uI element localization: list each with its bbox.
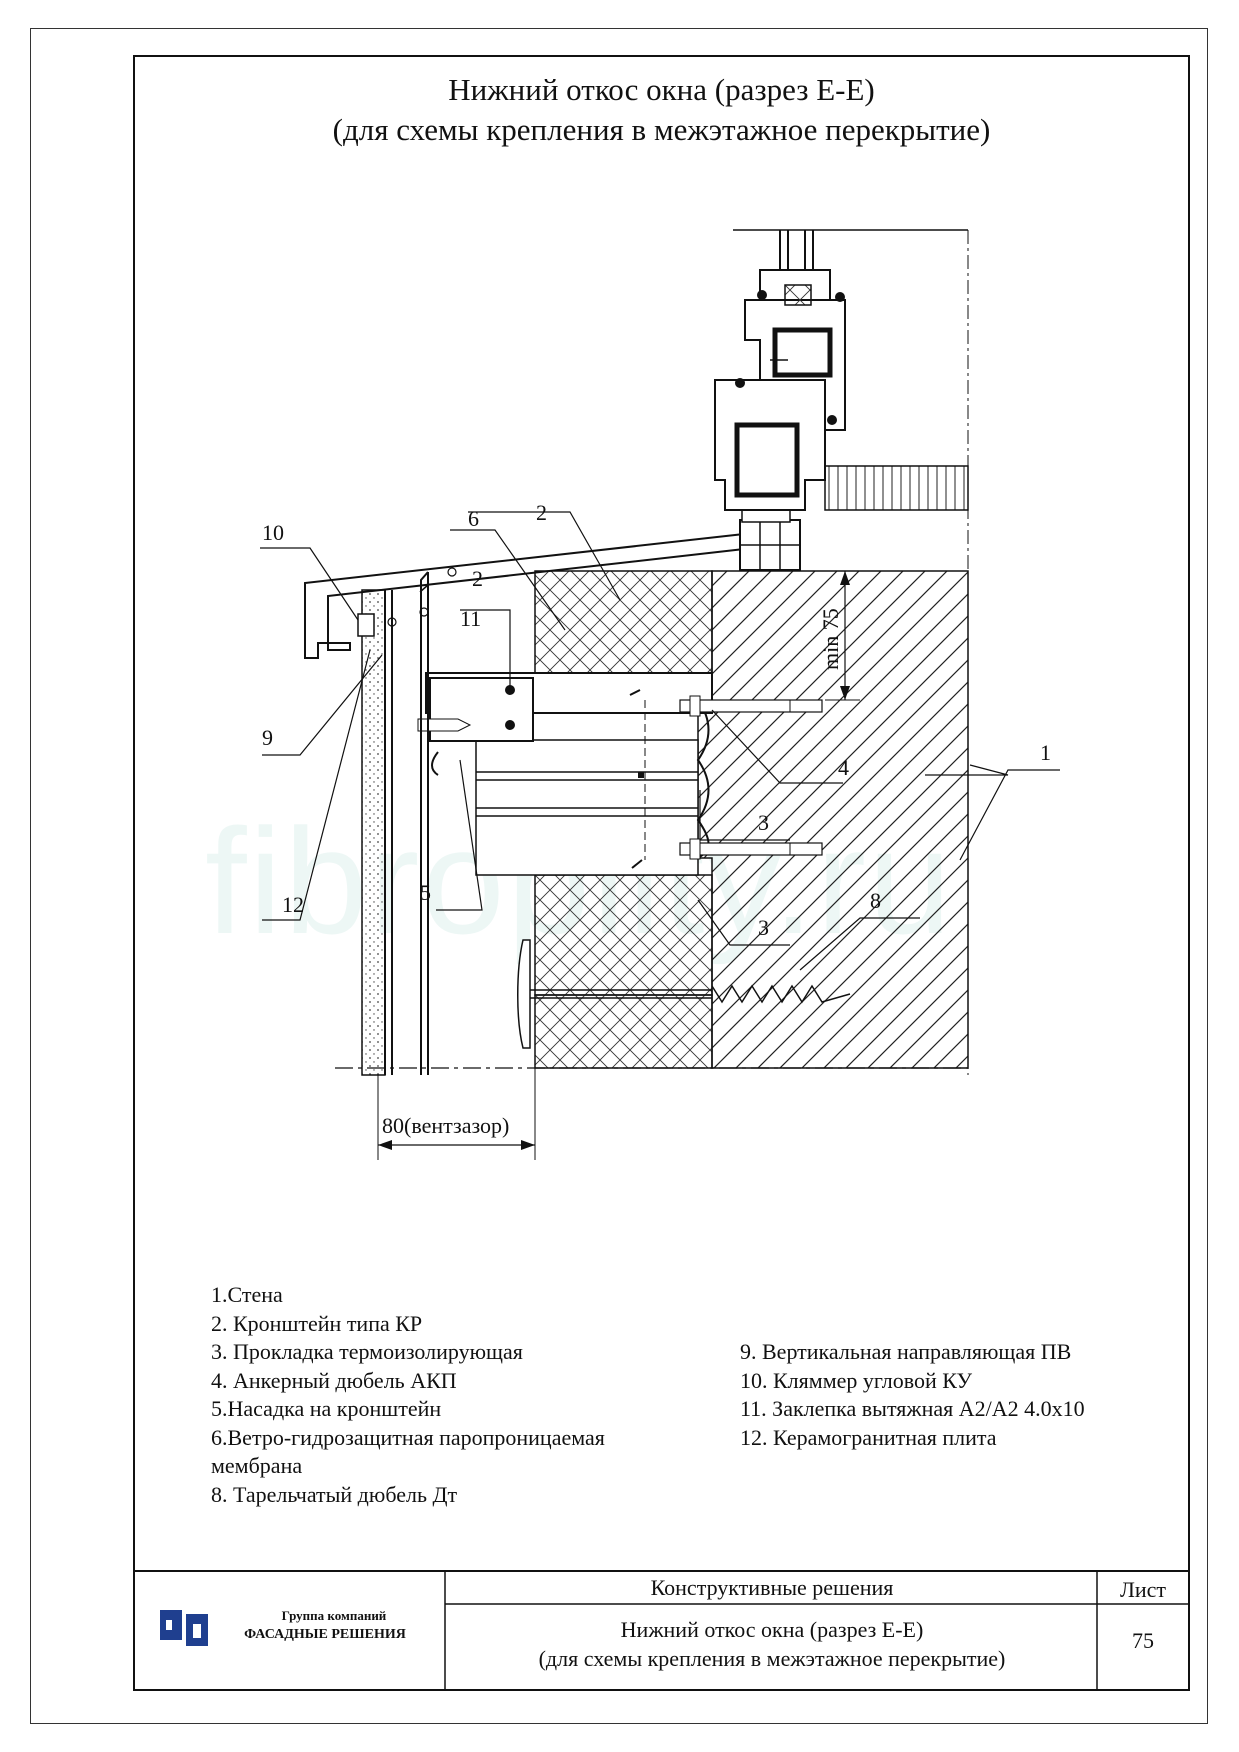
callout-2-bracket: 2: [472, 566, 483, 591]
legend-left: 1.Стена 2. Кронштейн типа КР 3. Прокладк…: [211, 1281, 711, 1509]
stamp-title-line2: (для схемы крепления в межэтажное перекр…: [538, 1646, 1006, 1671]
plate-dowel: [517, 939, 851, 1049]
stamp-section: Конструктивные решения: [650, 1575, 894, 1600]
legend-item: 11. Заклепка вытяжная А2/А2 4.0x10: [740, 1396, 1085, 1421]
dimension-min75: [825, 571, 860, 701]
rivet-bottom: [505, 720, 515, 730]
window-sill: [304, 532, 754, 659]
callout-4: 4: [838, 755, 849, 780]
title-block: [133, 1570, 1190, 1691]
ceramic-tile: [361, 589, 386, 1076]
legend-item: 4. Анкерный дюбель АКП: [211, 1367, 457, 1393]
legend-item: 8. Тарельчатый дюбель Дт: [211, 1481, 458, 1507]
anchor-top: [679, 695, 823, 717]
bracket-extension: [417, 677, 534, 742]
callout-2-top: 2: [536, 500, 547, 525]
company-logo-icon: [160, 1610, 208, 1646]
page-title: Нижний откос окна (разрез Е-Е): [448, 72, 875, 107]
legend-item: 12. Керамогранитная плита: [740, 1424, 997, 1450]
callout-3-bottom: 3: [758, 915, 769, 940]
legend-item: 10. Кляммер угловой КУ: [740, 1367, 973, 1393]
anchor-bottom: [679, 838, 823, 860]
legend-item: 3. Прокладка термоизолирующая: [211, 1339, 523, 1364]
company-name-line1: Группа компаний: [281, 1608, 387, 1623]
leader-lines: [260, 511, 1060, 971]
vertical-guide: [384, 571, 429, 1075]
company-name-line2: ФАСАДНЫЕ РЕШЕНИЯ: [244, 1627, 406, 1642]
legend-item: мембрана: [211, 1453, 303, 1478]
page-subtitle: (для схемы крепления в межэтажное перекр…: [332, 112, 991, 147]
callout-8: 8: [870, 888, 881, 913]
legend-item: 9. Вертикальная направляющая ПВ: [740, 1339, 1072, 1364]
corner-clamp: [357, 613, 375, 637]
legend-right: 9. Вертикальная направляющая ПВ 10. Клям…: [740, 1338, 1170, 1452]
stamp-title-line1: Нижний откос окна (разрез Е-Е): [620, 1617, 924, 1642]
callout-10: 10: [262, 520, 284, 545]
inner-frame: [133, 55, 1190, 1691]
callout-9: 9: [262, 725, 273, 750]
callout-5: 5: [420, 880, 431, 905]
stamp-sheet-label: Лист: [1119, 1577, 1167, 1602]
legend-item: 1.Стена: [211, 1282, 283, 1307]
window-frame: [714, 229, 969, 571]
dimension-vent-gap-label: 80(вентзазор): [382, 1113, 509, 1138]
bracket: [425, 672, 713, 876]
callout-11: 11: [460, 606, 481, 631]
callout-12: 12: [282, 892, 304, 917]
legend-item: 5.Насадка на кронштейн: [211, 1396, 442, 1421]
callout-6: 6: [468, 506, 479, 531]
callout-1: 1: [1040, 740, 1051, 765]
outer-frame: [30, 28, 1208, 1724]
dimension-min75-label: min 75: [818, 608, 843, 670]
stamp-sheet-number: 75: [1132, 1628, 1154, 1653]
dimension-vent-gap: [377, 1068, 536, 1160]
legend-item: 6.Ветро-гидрозащитная паропроницаемая: [211, 1424, 605, 1450]
callout-3-top: 3: [758, 810, 769, 835]
legend-item: 2. Кронштейн типа КР: [211, 1310, 423, 1336]
